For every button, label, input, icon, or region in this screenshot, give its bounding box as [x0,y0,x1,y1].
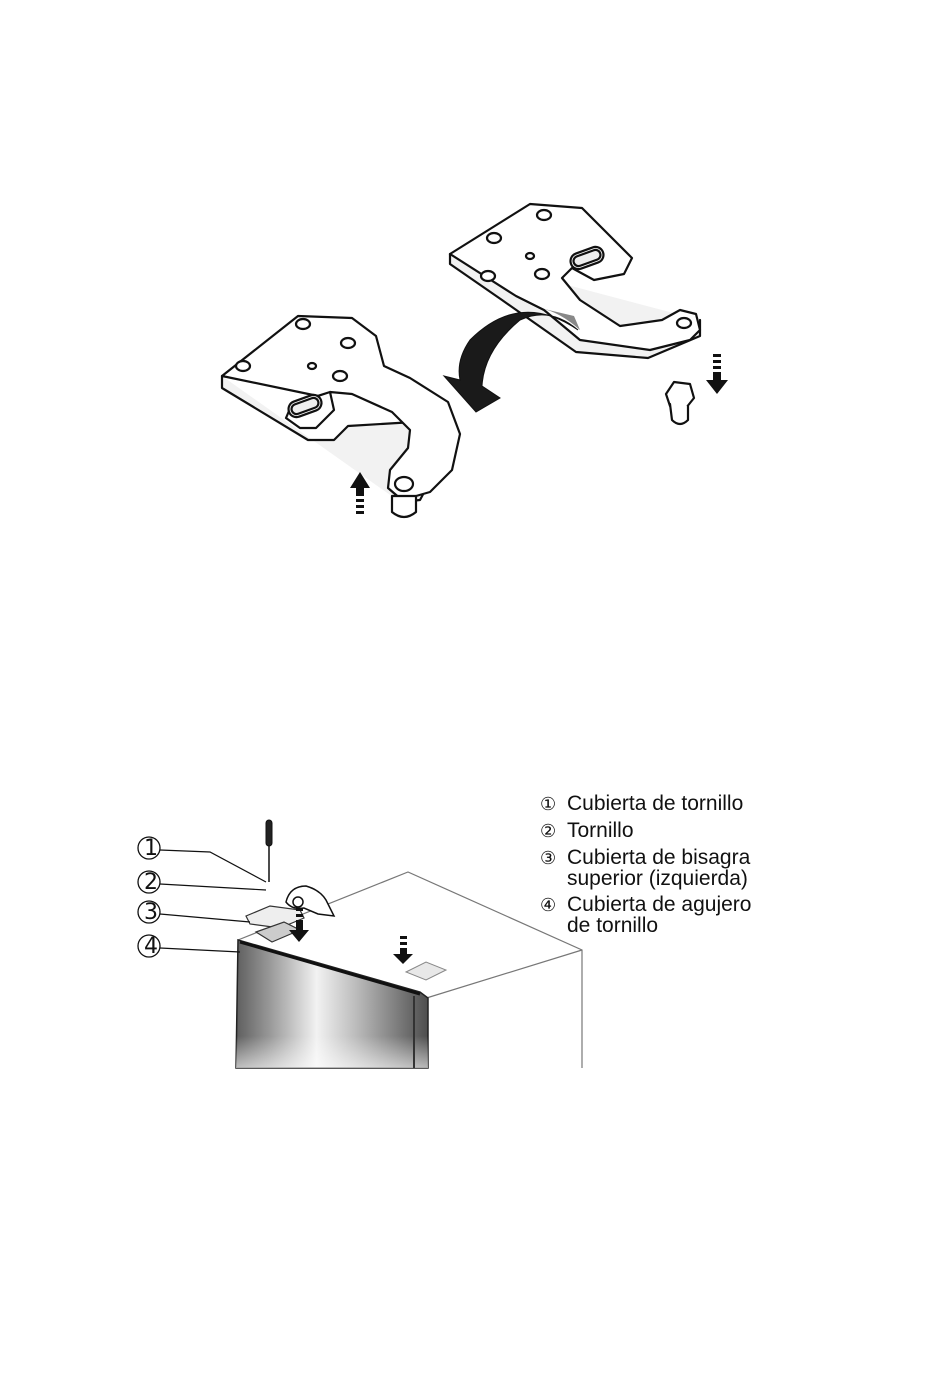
legend-label: Cubierta de agujero de tornillo [567,894,751,936]
callout-3: 3 [138,900,250,925]
legend-number: ① [540,793,567,815]
arrow-down-icon [706,354,728,394]
arrow-down-icon [393,936,413,964]
callout-4: 4 [138,934,240,959]
legend-label: Cubierta de bisagra superior (izquierda) [567,847,750,889]
legend-item: ① Cubierta de tornillo [540,793,840,815]
legend-number: ② [540,820,567,842]
svg-text:3: 3 [144,900,158,925]
legend-number: ③ [540,847,567,869]
callout-2: 2 [138,870,266,895]
legend-item: ② Tornillo [540,820,840,842]
legend-label: Cubierta de tornillo [567,793,743,814]
legend-label: Tornillo [567,820,634,841]
svg-text:4: 4 [144,934,158,959]
legend-number: ④ [540,894,567,916]
svg-text:2: 2 [144,870,158,895]
svg-text:1: 1 [144,836,158,861]
hinge-reversal-illustration [0,0,950,560]
legend-item: ④ Cubierta de agujero de tornillo [540,894,840,936]
hinge-left [222,316,460,517]
screwdriver-icon [266,820,272,882]
legend-item: ③ Cubierta de bisagra superior (izquierd… [540,847,840,889]
callout-legend: ① Cubierta de tornillo ② Tornillo ③ Cubi… [540,793,840,941]
hinge-pin [666,382,694,424]
screw-hole-cover [406,962,446,980]
